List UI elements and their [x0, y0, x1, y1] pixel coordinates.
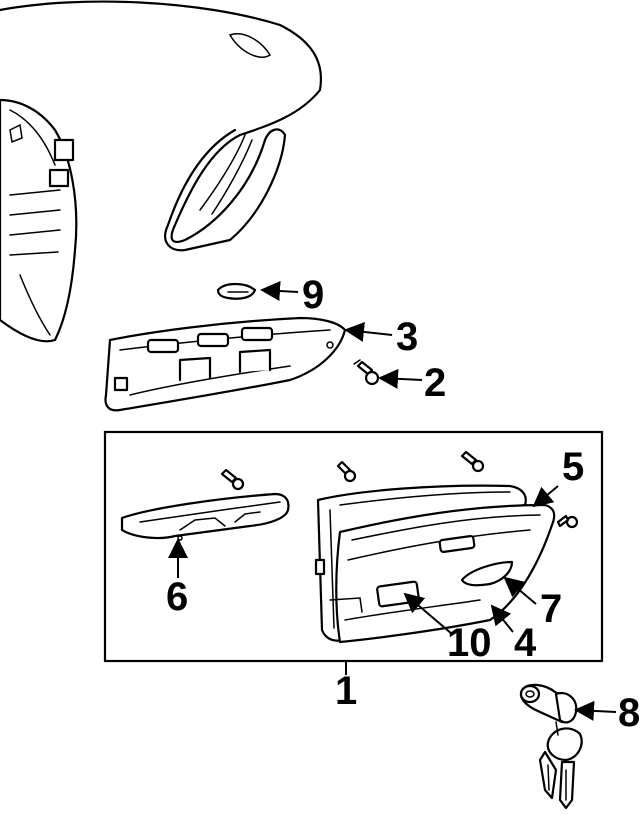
part-6-bracket — [120, 492, 290, 541]
callout-7: 7 — [540, 587, 562, 631]
callout-9: 9 — [302, 273, 324, 317]
callout-3: 3 — [396, 315, 418, 359]
dashboard-outline — [0, 0, 323, 343]
screw-b — [336, 460, 357, 483]
callout-1: 1 — [335, 669, 357, 713]
callout-6: 6 — [166, 575, 188, 619]
callout-2: 2 — [424, 361, 446, 405]
part-8-lock-and-keys — [519, 683, 583, 810]
assembly-1-frame — [103, 430, 604, 663]
part-3-upper-panel — [104, 316, 347, 412]
callout-5: 5 — [562, 445, 584, 489]
part-9-clip — [216, 282, 257, 300]
callout-8: 8 — [618, 691, 640, 735]
screw-d — [556, 514, 579, 529]
part-2-screw — [353, 359, 380, 386]
screw-c — [460, 450, 485, 473]
callout-4: 4 — [514, 621, 537, 665]
screw-a — [220, 468, 245, 491]
callout-10: 10 — [447, 621, 492, 665]
